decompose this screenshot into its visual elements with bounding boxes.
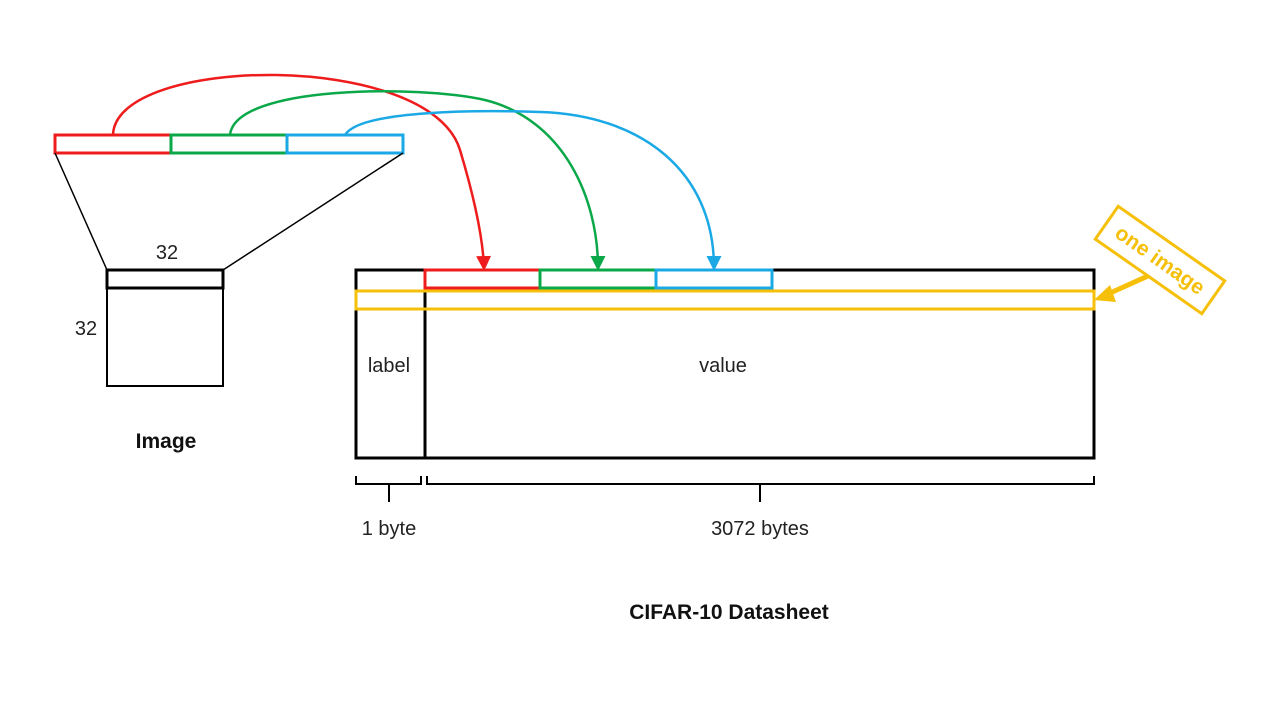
record-red-segment [423, 268, 542, 290]
label-size-brace [355, 476, 422, 502]
one-image-row [354, 289, 1096, 311]
record-blue-segment [654, 268, 774, 290]
label-column-text: label [368, 355, 410, 377]
value-size-brace [426, 476, 1095, 502]
image-height-label: 32 [75, 318, 97, 340]
zoom-line-left [54, 152, 108, 271]
zoom-line-right [222, 152, 404, 271]
image-row-green-segment [169, 133, 289, 155]
green-channel-arrow [228, 90, 606, 271]
image-top-row [105, 268, 225, 290]
blue-channel-arrow [343, 109, 722, 271]
value-size-text: 3072 bytes [711, 518, 809, 540]
image-title: Image [136, 430, 197, 453]
datasheet-group: label value 1 byte 3072 bytes CIFAR-10 D… [354, 268, 1096, 624]
image-width-label: 32 [156, 242, 178, 264]
one-image-callout: one image [1093, 204, 1227, 316]
callout-arrow-line [1106, 273, 1150, 297]
red-channel-arrow [111, 73, 492, 271]
datasheet-title: CIFAR-10 Datasheet [629, 601, 829, 624]
image-row-red-segment [53, 133, 173, 155]
value-column-text: value [699, 355, 747, 377]
mapping-arrows [111, 73, 722, 271]
record-green-segment [538, 268, 658, 290]
callout-box [1093, 204, 1227, 316]
image-row-blue-segment [285, 133, 405, 155]
callout-arrow-head [1094, 285, 1116, 302]
image-group: 32 32 Image [53, 133, 405, 453]
label-size-text: 1 byte [362, 518, 416, 540]
